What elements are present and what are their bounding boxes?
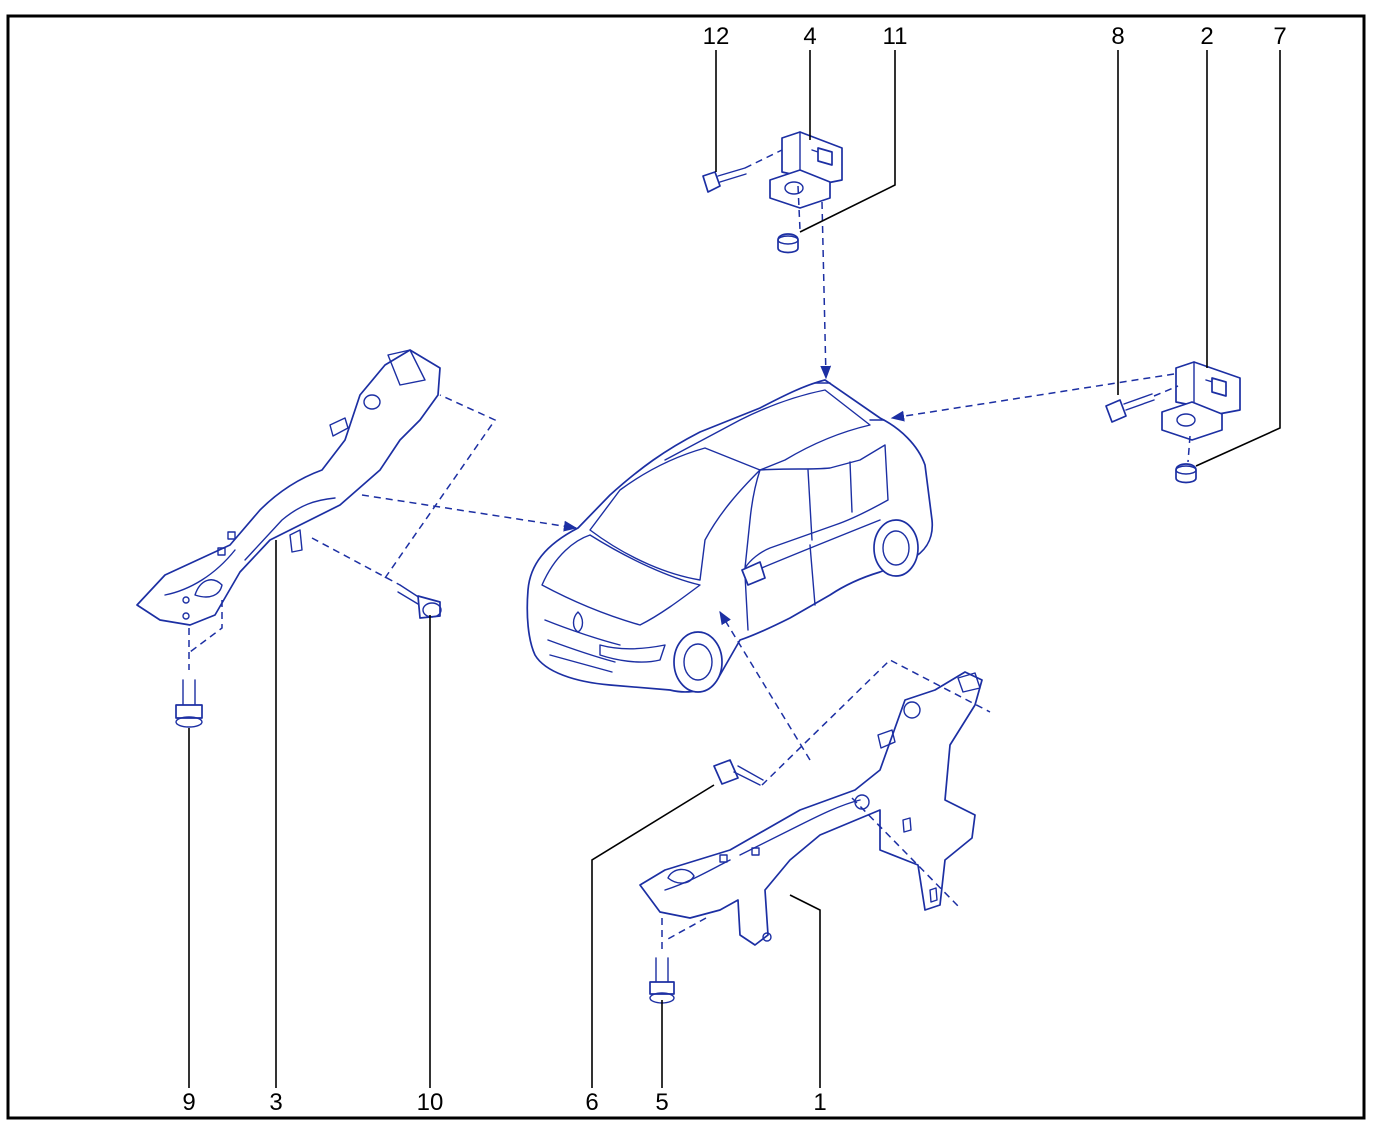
callout-leaders	[188, 50, 1281, 1088]
callout-6: 6	[585, 1089, 598, 1116]
bolt-8	[1105, 393, 1155, 423]
tailgate-hinge-right	[1161, 361, 1241, 441]
assembly-leader-lines	[188, 149, 1191, 950]
callout-4: 4	[803, 23, 816, 50]
bolt-6	[713, 759, 764, 786]
tailgate-hinge-center	[769, 131, 843, 209]
callout-9: 9	[182, 1089, 195, 1116]
bolt-12	[702, 167, 747, 193]
callout-2: 2	[1200, 23, 1213, 50]
callout-3: 3	[269, 1089, 282, 1116]
nut-11	[777, 233, 799, 254]
bonnet-hinge-left	[136, 349, 441, 626]
callout-8: 8	[1111, 23, 1124, 50]
bolt-10	[397, 584, 442, 619]
callout-5: 5	[655, 1089, 668, 1116]
callout-10: 10	[417, 1089, 444, 1116]
callout-12: 12	[703, 23, 730, 50]
car-illustration	[526, 379, 934, 693]
callout-11: 11	[883, 23, 908, 50]
bonnet-hinge-right	[639, 671, 983, 946]
callout-7: 7	[1273, 23, 1286, 50]
callout-1: 1	[813, 1089, 826, 1116]
nut-7	[1175, 463, 1197, 484]
bolt-9	[175, 679, 203, 728]
callout-labels: 12 4 11 8 2 7 9 3 10 6 5 1	[182, 23, 1286, 1116]
